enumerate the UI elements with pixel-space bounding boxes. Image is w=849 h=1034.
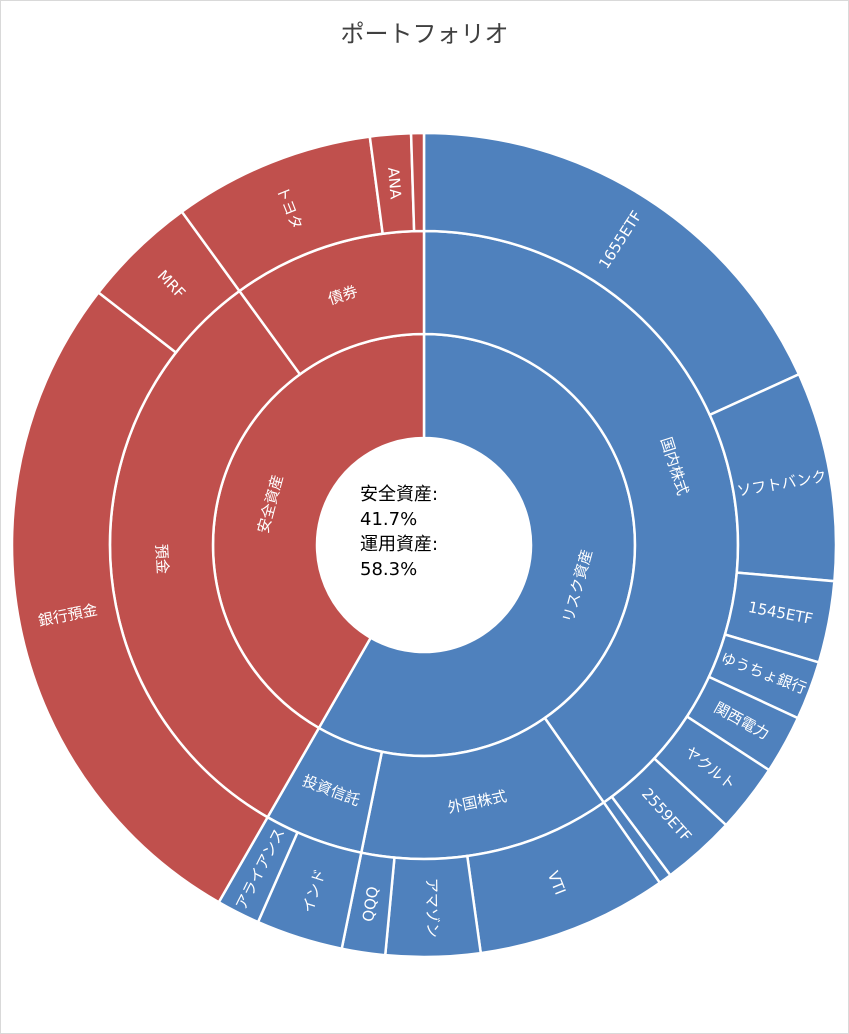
- sunburst-label: QQQ: [359, 885, 382, 923]
- center-text: 安全資産: 41.7% 運用資産: 58.3%: [360, 482, 438, 582]
- sunburst-segment-unlabeled-24: [409, 131, 426, 233]
- sunburst-label: ANA: [384, 167, 405, 201]
- chart-title: ポートフォリオ: [340, 20, 509, 48]
- center-line-risk-value: 58.3%: [360, 559, 418, 580]
- center-line-safe-value: 41.7%: [360, 509, 418, 530]
- sunburst-label: アマゾン: [422, 878, 441, 938]
- sunburst-segment-銀行預金: [10, 290, 270, 904]
- center-line-safe-label: 安全資産:: [360, 484, 439, 505]
- center-line-risk-label: 運用資産:: [360, 534, 439, 555]
- sunburst-label: 預金: [152, 544, 172, 575]
